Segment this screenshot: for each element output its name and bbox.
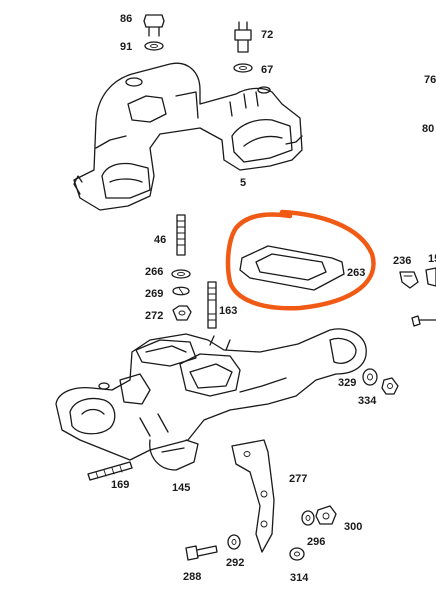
label-329: 329 [338,377,356,389]
label-15: 15 [428,253,436,265]
stud-72[interactable] [234,21,252,53]
label-334: 334 [358,395,377,407]
nut-334[interactable] [381,377,399,395]
label-269: 269 [145,288,163,300]
nut-272[interactable] [172,305,192,321]
label-272: 272 [145,310,163,322]
label-277: 277 [289,473,307,485]
bolt-right[interactable] [411,315,436,327]
upper-manifold: 86 91 72 67 5 [73,13,303,211]
label-296: 296 [307,536,325,548]
upper-manifold-body[interactable] [73,62,303,211]
label-300: 300 [344,521,362,533]
clip-15[interactable] [425,267,436,287]
label-145: 145 [172,482,190,494]
label-91: 91 [120,41,132,53]
bracket-277[interactable] [231,439,275,553]
label-72: 72 [261,29,273,41]
label-67: 67 [261,64,273,76]
stud-169[interactable] [87,461,133,481]
washer-296[interactable] [301,510,315,526]
washer-266[interactable] [171,269,191,279]
label-86: 86 [120,13,132,25]
clip-236[interactable] [399,271,419,289]
label-80: 80 [422,123,434,135]
label-169: 169 [111,479,129,491]
label-266: 266 [145,266,163,278]
label-46: 46 [154,234,166,246]
label-236: 236 [393,255,411,267]
label-292: 292 [226,557,244,569]
washer-292[interactable] [227,534,241,550]
label-163: 163 [219,305,237,317]
nut-300[interactable] [315,505,337,525]
washer-91[interactable] [144,41,164,51]
gasket-263[interactable] [239,245,345,291]
label-288: 288 [183,571,201,583]
bolt-288[interactable] [185,545,218,561]
lower-manifold[interactable] [55,328,367,471]
stud-46[interactable] [176,214,186,256]
label-314: 314 [290,572,309,584]
washer-329[interactable] [362,368,378,386]
label-5: 5 [240,177,246,189]
lock-washer-269[interactable] [172,286,190,296]
highlight-circle [225,209,376,311]
label-263: 263 [347,267,365,279]
bolt-86[interactable] [143,14,165,37]
washer-67[interactable] [233,63,253,73]
washer-314[interactable] [289,547,305,561]
stud-163[interactable] [207,281,217,329]
label-76: 76 [424,74,436,86]
